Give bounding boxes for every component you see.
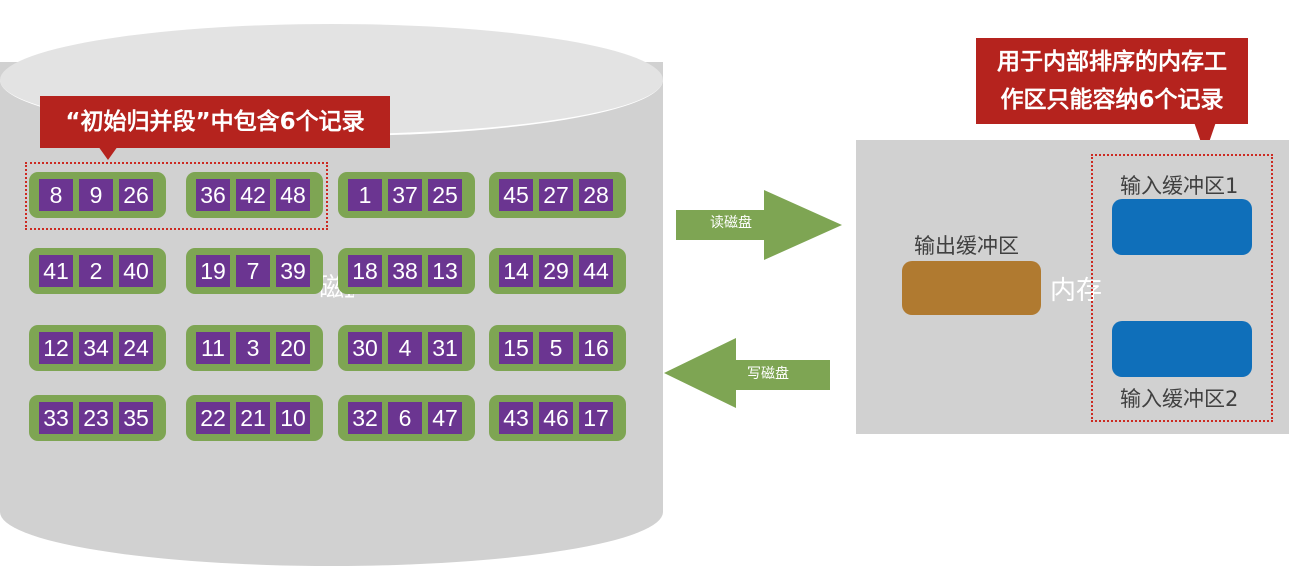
record: 9 — [79, 179, 113, 211]
record: 27 — [539, 179, 573, 211]
read-disk-arrow — [676, 190, 842, 260]
record: 5 — [539, 332, 573, 364]
record: 39 — [276, 255, 310, 287]
record: 45 — [499, 179, 533, 211]
record: 34 — [79, 332, 113, 364]
record: 15 — [499, 332, 533, 364]
initial-run-callout-pointer — [98, 146, 118, 160]
record: 19 — [196, 255, 230, 287]
input-buffer-2 — [1112, 321, 1252, 377]
record: 7 — [236, 255, 270, 287]
record: 23 — [79, 402, 113, 434]
record: 3 — [236, 332, 270, 364]
record: 38 — [388, 255, 422, 287]
record: 14 — [499, 255, 533, 287]
record: 42 — [236, 179, 270, 211]
record: 48 — [276, 179, 310, 211]
record: 28 — [579, 179, 613, 211]
read-disk-label: 读磁盘 — [710, 215, 752, 231]
record: 24 — [119, 332, 153, 364]
output-buffer-label: 输出缓冲区 — [914, 234, 1019, 258]
write-disk-label: 写磁盘 — [747, 366, 789, 382]
record: 13 — [428, 255, 462, 287]
record: 26 — [119, 179, 153, 211]
record: 12 — [39, 332, 73, 364]
output-buffer — [902, 261, 1041, 315]
record: 25 — [428, 179, 462, 211]
record: 20 — [276, 332, 310, 364]
record: 18 — [348, 255, 382, 287]
input-buffer-1 — [1112, 199, 1252, 255]
record: 10 — [276, 402, 310, 434]
record: 46 — [539, 402, 573, 434]
record: 11 — [196, 332, 230, 364]
input-buffer-2-label: 输入缓冲区2 — [1120, 387, 1239, 411]
record: 36 — [196, 179, 230, 211]
work-area-highlight — [1091, 154, 1273, 422]
record: 35 — [119, 402, 153, 434]
record: 29 — [539, 255, 573, 287]
record: 44 — [579, 255, 613, 287]
record: 16 — [579, 332, 613, 364]
record: 4 — [388, 332, 422, 364]
record: 30 — [348, 332, 382, 364]
record: 6 — [388, 402, 422, 434]
record: 17 — [579, 402, 613, 434]
work-area-callout-line-1: 用于内部排序的内存工 — [997, 49, 1227, 75]
initial-run-callout: “初始归并段”中包含6个记录 — [40, 96, 390, 148]
record: 31 — [428, 332, 462, 364]
record: 2 — [79, 255, 113, 287]
work-area-callout: 用于内部排序的内存工 作区只能容纳6个记录 — [976, 38, 1248, 124]
record: 41 — [39, 255, 73, 287]
record: 47 — [428, 402, 462, 434]
record: 32 — [348, 402, 382, 434]
record: 22 — [196, 402, 230, 434]
initial-run-highlight — [25, 162, 328, 230]
work-area-callout-line-2: 作区只能容纳6个记录 — [1000, 87, 1224, 113]
write-disk-arrow — [664, 338, 830, 408]
input-buffer-1-label: 输入缓冲区1 — [1120, 174, 1239, 198]
record: 1 — [348, 179, 382, 211]
record: 43 — [499, 402, 533, 434]
record: 21 — [236, 402, 270, 434]
record: 40 — [119, 255, 153, 287]
record: 33 — [39, 402, 73, 434]
memory-label: 内存 — [1050, 276, 1103, 306]
record: 8 — [39, 179, 73, 211]
record: 37 — [388, 179, 422, 211]
